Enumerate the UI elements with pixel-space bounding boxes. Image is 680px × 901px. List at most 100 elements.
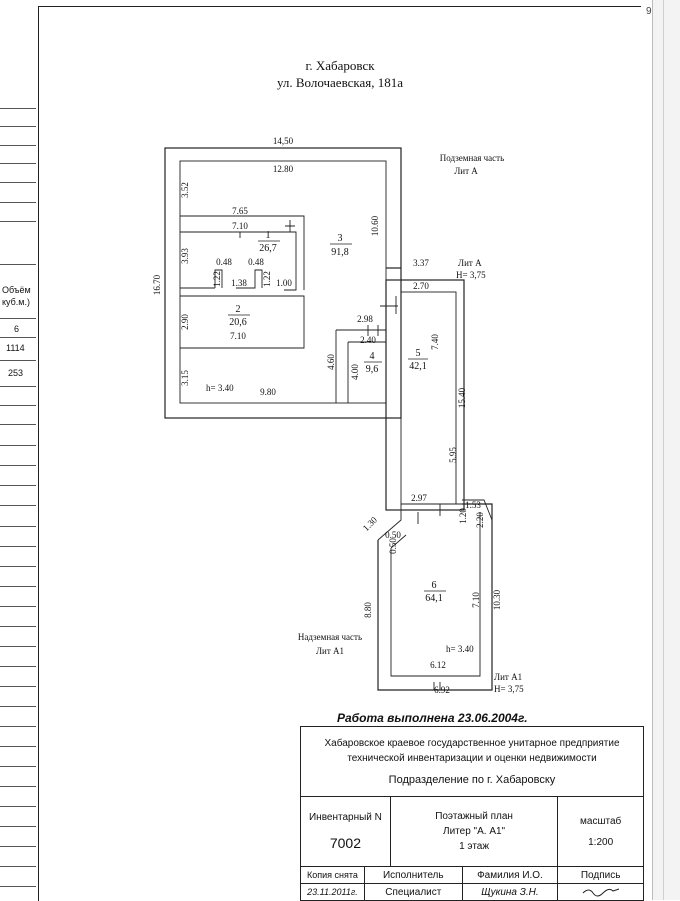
aboveground-label: Надземная часть — [298, 632, 362, 642]
title-block: Хабаровское краевое государственное унит… — [300, 726, 644, 901]
column-number: 6 — [14, 324, 20, 334]
address-street: ул. Волочаевская, 181а — [276, 75, 404, 90]
dim-label: 2.97 — [411, 493, 427, 503]
room-number: 3 — [338, 233, 343, 244]
dim-label: 0.50 — [385, 530, 401, 540]
dim-label: 5.95 — [448, 447, 458, 463]
dim-label: 8.80 — [363, 602, 373, 618]
dim-label: 15.40 — [457, 387, 467, 408]
aboveground-lit: Лит А1 — [316, 646, 344, 656]
room-area: 20,6 — [229, 317, 247, 328]
inventory-label: Инвентарный N — [308, 812, 382, 823]
dim-label: 7.65 — [232, 206, 248, 216]
dim-label: 0.48 — [248, 257, 264, 267]
underground-label: Подземная часть — [440, 153, 504, 163]
dim-label: 16.70 — [152, 274, 162, 295]
dim-label: 3.37 — [413, 258, 429, 268]
walls — [164, 147, 493, 691]
copy-label: Копия снята — [300, 866, 365, 884]
volume-value-2: 253 — [8, 368, 24, 378]
dim-label: 7.10 — [471, 592, 481, 608]
scale-label: масштаб — [580, 815, 622, 827]
room-area: 91,8 — [331, 247, 349, 258]
lit-a1-height: Н= 3,75 — [494, 684, 524, 694]
scale-value: 1:200 — [588, 836, 614, 848]
dim-label: 2.90 — [180, 314, 190, 330]
room-area: 26,7 — [259, 243, 277, 254]
plan-liter: Литер "А. А1" — [443, 826, 506, 837]
room-2: 2 20,6 — [228, 304, 250, 328]
room-number: 1 — [266, 230, 271, 241]
signature — [557, 883, 644, 901]
room-3: 3 91,8 — [330, 233, 352, 258]
subdivision: Подразделение по г. Хабаровску — [388, 773, 556, 786]
room-area: 9,6 — [366, 364, 379, 375]
dim-label: 10.30 — [492, 589, 502, 610]
dim-label: 14,50 — [273, 136, 294, 146]
dim-label: 3.52 — [180, 182, 190, 198]
dim-label: 6.92 — [434, 685, 450, 695]
room-number: 4 — [370, 351, 375, 362]
dim-label: 1.38 — [231, 278, 247, 288]
room-4: 4 9,6 — [364, 351, 382, 375]
name-label: Фамилия И.О. — [461, 866, 559, 884]
address-city: г. Хабаровск — [305, 58, 375, 73]
inventory-cell: Инвентарный N 7002 — [300, 796, 391, 867]
lit-a-marker: Лит А — [458, 258, 482, 268]
dim-label: 0.50 — [388, 538, 398, 554]
volume-value-1: 1114 — [6, 343, 25, 353]
performer-label: Исполнитель — [363, 866, 463, 884]
dim-label: 1.30 — [361, 514, 380, 533]
dim-label: 4.60 — [326, 354, 336, 370]
signature-scribble — [582, 888, 619, 896]
dim-label: 1.22 — [262, 271, 272, 287]
lit-a-height: Н= 3,75 — [456, 270, 486, 280]
org-cell: Хабаровское краевое государственное унит… — [300, 726, 644, 797]
completion-note: Работа выполнена 23.06.2004г. — [337, 711, 528, 725]
room-1: 1 26,7 — [258, 230, 280, 254]
dimensions: 14,50 12.80 7.65 7.10 0.48 0.48 1.38 1.0… — [216, 136, 481, 695]
room-number: 2 — [236, 304, 241, 315]
plan-title: Поэтажный план — [435, 811, 513, 822]
plan-title-cell: Поэтажный план Литер "А. А1" 1 этаж — [389, 796, 559, 867]
page-number: 9 — [646, 6, 652, 17]
plan-floor: 1 этаж — [459, 841, 490, 852]
dimensions-vertical: 3.52 10.60 3.93 16.70 1.22 1.22 2.90 4.6… — [152, 182, 502, 618]
dim-label: 0.48 — [216, 257, 232, 267]
dim-label: 6.12 — [430, 660, 446, 670]
dim-label: 7.10 — [232, 221, 248, 231]
dim-label: 1.00 — [276, 278, 292, 288]
dim-label: 2.98 — [357, 314, 373, 324]
underground-lit: Лит А — [454, 166, 478, 176]
dim-label: 12.80 — [273, 164, 294, 174]
dim-label: 7.40 — [430, 334, 440, 350]
scale-cell: масштаб 1:200 — [557, 796, 644, 867]
page-edge — [652, 0, 680, 900]
inventory-number: 7002 — [329, 835, 362, 851]
performer-value: Специалист — [363, 883, 463, 901]
dim-label: 2.40 — [360, 335, 376, 345]
dim-label: 1.20 — [458, 508, 468, 524]
room-5: 5 42,1 — [408, 348, 428, 372]
floor-plan: Подземная часть Лит А Надземная часть Ли… — [152, 136, 524, 695]
height-a: h= 3.40 — [206, 383, 234, 393]
height-a1: h= 3.40 — [446, 644, 474, 654]
dim-label: 10.60 — [370, 215, 380, 236]
sheet-frame — [38, 6, 641, 901]
dim-label: 3.93 — [180, 248, 190, 264]
org-line-1: Хабаровское краевое государственное унит… — [324, 737, 620, 749]
dim-label: 4.00 — [350, 364, 360, 380]
dim-label: 3.15 — [180, 370, 190, 386]
room-6: 6 64,1 — [424, 580, 446, 604]
dim-label: 1.53 — [465, 500, 481, 510]
volume-unit: куб.м.) — [2, 297, 30, 307]
name-value: Щукина З.Н. — [461, 883, 559, 901]
lit-a1-marker: Лит А1 — [494, 672, 522, 682]
room-number: 6 — [432, 580, 437, 591]
dim-label: 9.80 — [260, 387, 276, 397]
signature-label: Подпись — [557, 866, 644, 884]
room-area: 42,1 — [409, 361, 427, 372]
dim-label: 7.10 — [230, 331, 246, 341]
volume-header: Объём — [2, 285, 31, 295]
dim-label: 2.70 — [413, 281, 429, 291]
